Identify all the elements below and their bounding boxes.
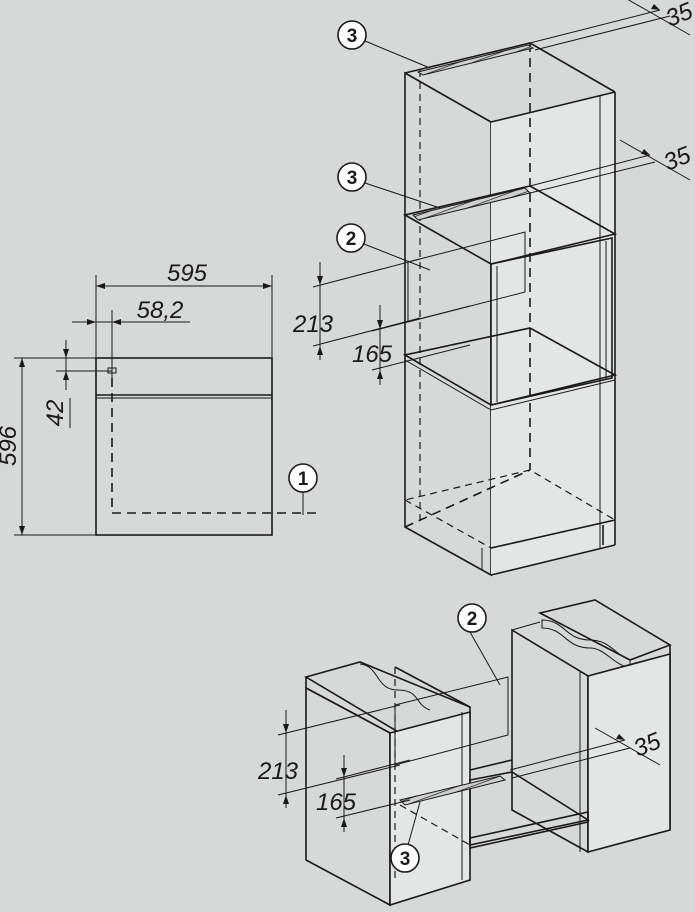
base-oven-cavity bbox=[394, 676, 591, 849]
front-width-dimension: 595 bbox=[95, 260, 273, 358]
base-gap-dimension: 165 bbox=[316, 755, 411, 832]
callout-tall-cutout: 2 bbox=[336, 223, 431, 271]
tall-cut-height-label: 213 bbox=[292, 311, 334, 338]
front-height-label: 596 bbox=[0, 425, 22, 466]
base-unit-left bbox=[303, 661, 471, 907]
tall-cut-height-dimension: 213 bbox=[292, 258, 421, 360]
power-cable-route bbox=[111, 378, 320, 514]
callout-tall-top: 3 bbox=[337, 20, 431, 69]
tall-top-vent-label: 35 bbox=[662, 0, 695, 33]
tall-top-vent-dimension: 35 bbox=[529, 0, 695, 51]
tall-mid-vent-label: 35 bbox=[660, 141, 695, 176]
base-cut-height-label: 213 bbox=[257, 758, 299, 785]
callout-tall-mid-label: 3 bbox=[347, 168, 358, 189]
callout-tall-cutout-label: 2 bbox=[346, 229, 357, 250]
front-height-dimension: 596 bbox=[0, 357, 96, 536]
tall-gap-label: 165 bbox=[352, 341, 393, 368]
tall-gap-dimension: 165 bbox=[352, 305, 471, 385]
callout-base-vent: 3 bbox=[390, 801, 421, 873]
callout-base-cutout: 2 bbox=[457, 603, 501, 686]
control-height-dimension: 42 bbox=[42, 340, 112, 428]
callout-1-label: 1 bbox=[298, 469, 309, 490]
front-view-oven bbox=[95, 357, 320, 536]
control-offset-label: 58,2 bbox=[137, 297, 184, 324]
base-unit-right bbox=[511, 599, 672, 854]
control-height-label: 42 bbox=[42, 400, 69, 427]
callout-tall-mid: 3 bbox=[337, 162, 441, 209]
callout-base-cutout-label: 2 bbox=[467, 609, 478, 630]
callout-base-vent-label: 3 bbox=[400, 849, 411, 870]
base-gap-label: 165 bbox=[316, 789, 357, 816]
tall-cabinet bbox=[402, 42, 618, 577]
control-offset-dimension: 58,2 bbox=[72, 297, 190, 378]
front-width-label: 595 bbox=[167, 260, 208, 287]
callout-tall-top-label: 3 bbox=[347, 26, 358, 47]
base-cut-height-dimension: 213 bbox=[257, 704, 401, 808]
callout-1: 1 bbox=[288, 463, 318, 515]
